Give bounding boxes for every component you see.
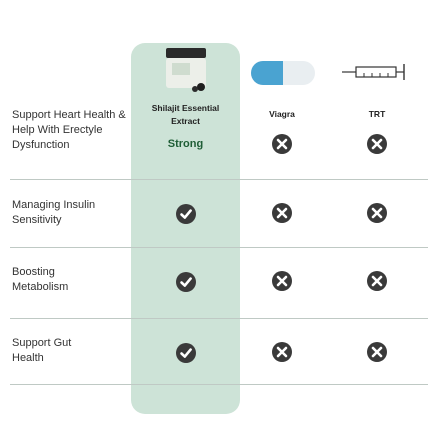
- row-label-heart-health: Support Heart Health & Help With Erectyl…: [12, 109, 126, 151]
- row-label-gut-health: Support Gut Health: [12, 337, 72, 364]
- check-circle-icon: [176, 272, 196, 292]
- row-divider: [10, 247, 428, 248]
- row-divider: [10, 179, 428, 180]
- x-circle-icon: [272, 203, 292, 223]
- row-label-metabolism: Boosting Metabolism: [12, 266, 69, 293]
- viagra-pill-image: [251, 61, 315, 85]
- x-circle-icon: [367, 271, 387, 291]
- shilajit-jar-image: [166, 48, 206, 92]
- trt-syringe-image: [342, 64, 405, 80]
- strong-badge: Strong: [167, 138, 204, 150]
- x-circle-icon: [367, 203, 387, 223]
- row-divider: [10, 318, 428, 319]
- x-circle-icon: [272, 342, 292, 362]
- row-label-insulin: Managing Insulin Sensitivity: [12, 199, 96, 226]
- column-header-shilajit: Shilajit Essential Extract: [151, 103, 220, 126]
- column-header-viagra: Viagra: [269, 109, 295, 119]
- column-header-trt: TRT: [368, 109, 386, 119]
- check-circle-icon: [176, 343, 196, 363]
- check-circle-icon: [176, 204, 196, 224]
- x-circle-icon: [367, 342, 387, 362]
- row-divider: [10, 384, 428, 385]
- x-circle-icon: [272, 271, 292, 291]
- x-circle-icon: [367, 134, 387, 154]
- x-circle-icon: [272, 134, 292, 154]
